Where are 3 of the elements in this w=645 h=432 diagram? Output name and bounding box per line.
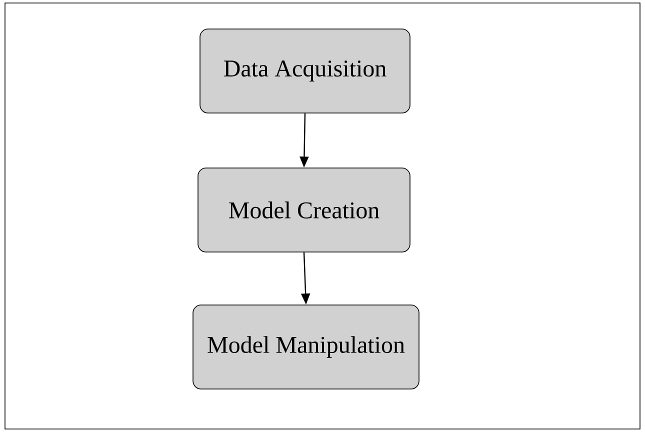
process-box: Data Acquisition [200,28,410,114]
process-box: Model Creation [198,168,410,252]
process-box: Model Manipulation [192,304,420,390]
